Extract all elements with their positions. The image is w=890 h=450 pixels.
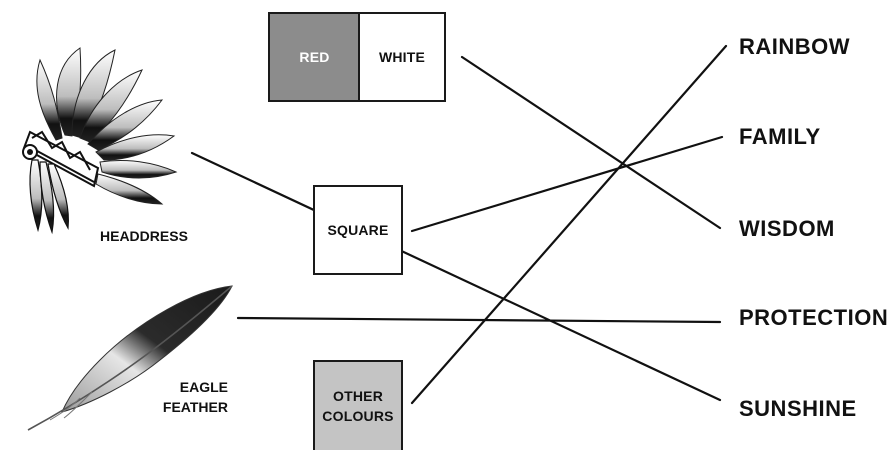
meaning-family: FAMILY [739,124,821,149]
meaning-sunshine: SUNSHINE [739,396,857,421]
white-box-label: WHITE [378,49,426,65]
other-colours-label-line2: COLOURS [322,408,394,424]
red-box: RED [268,12,359,102]
meaning-wisdom: WISDOM [739,216,835,241]
line-othercolours-to-rainbow [410,44,728,405]
white-box: WHITE [358,12,446,102]
line-redwhite-to-wisdom [460,55,722,230]
square-box: SQUARE [313,185,403,275]
headdress-icon [22,47,178,235]
meaning-protection: PROTECTION [739,305,889,330]
line-square-to-family [410,135,724,233]
eagle-feather-caption-line2: FEATHER [162,399,228,415]
line-feather-to-protection [236,316,722,324]
other-colours-box: OTHER COLOURS [313,360,403,450]
red-box-label: RED [299,49,330,65]
eagle-feather-caption: EAGLE FEATHER [150,377,228,417]
other-colours-label-line1: OTHER [333,388,383,404]
eagle-feather-caption-line1: EAGLE [179,379,228,395]
headdress-caption: HEADDRESS [100,228,188,244]
line-headdress-to-sunshine [190,151,722,402]
square-box-label: SQUARE [327,222,389,238]
meaning-rainbow: RAINBOW [739,34,851,59]
eagle-feather-icon [27,285,233,431]
